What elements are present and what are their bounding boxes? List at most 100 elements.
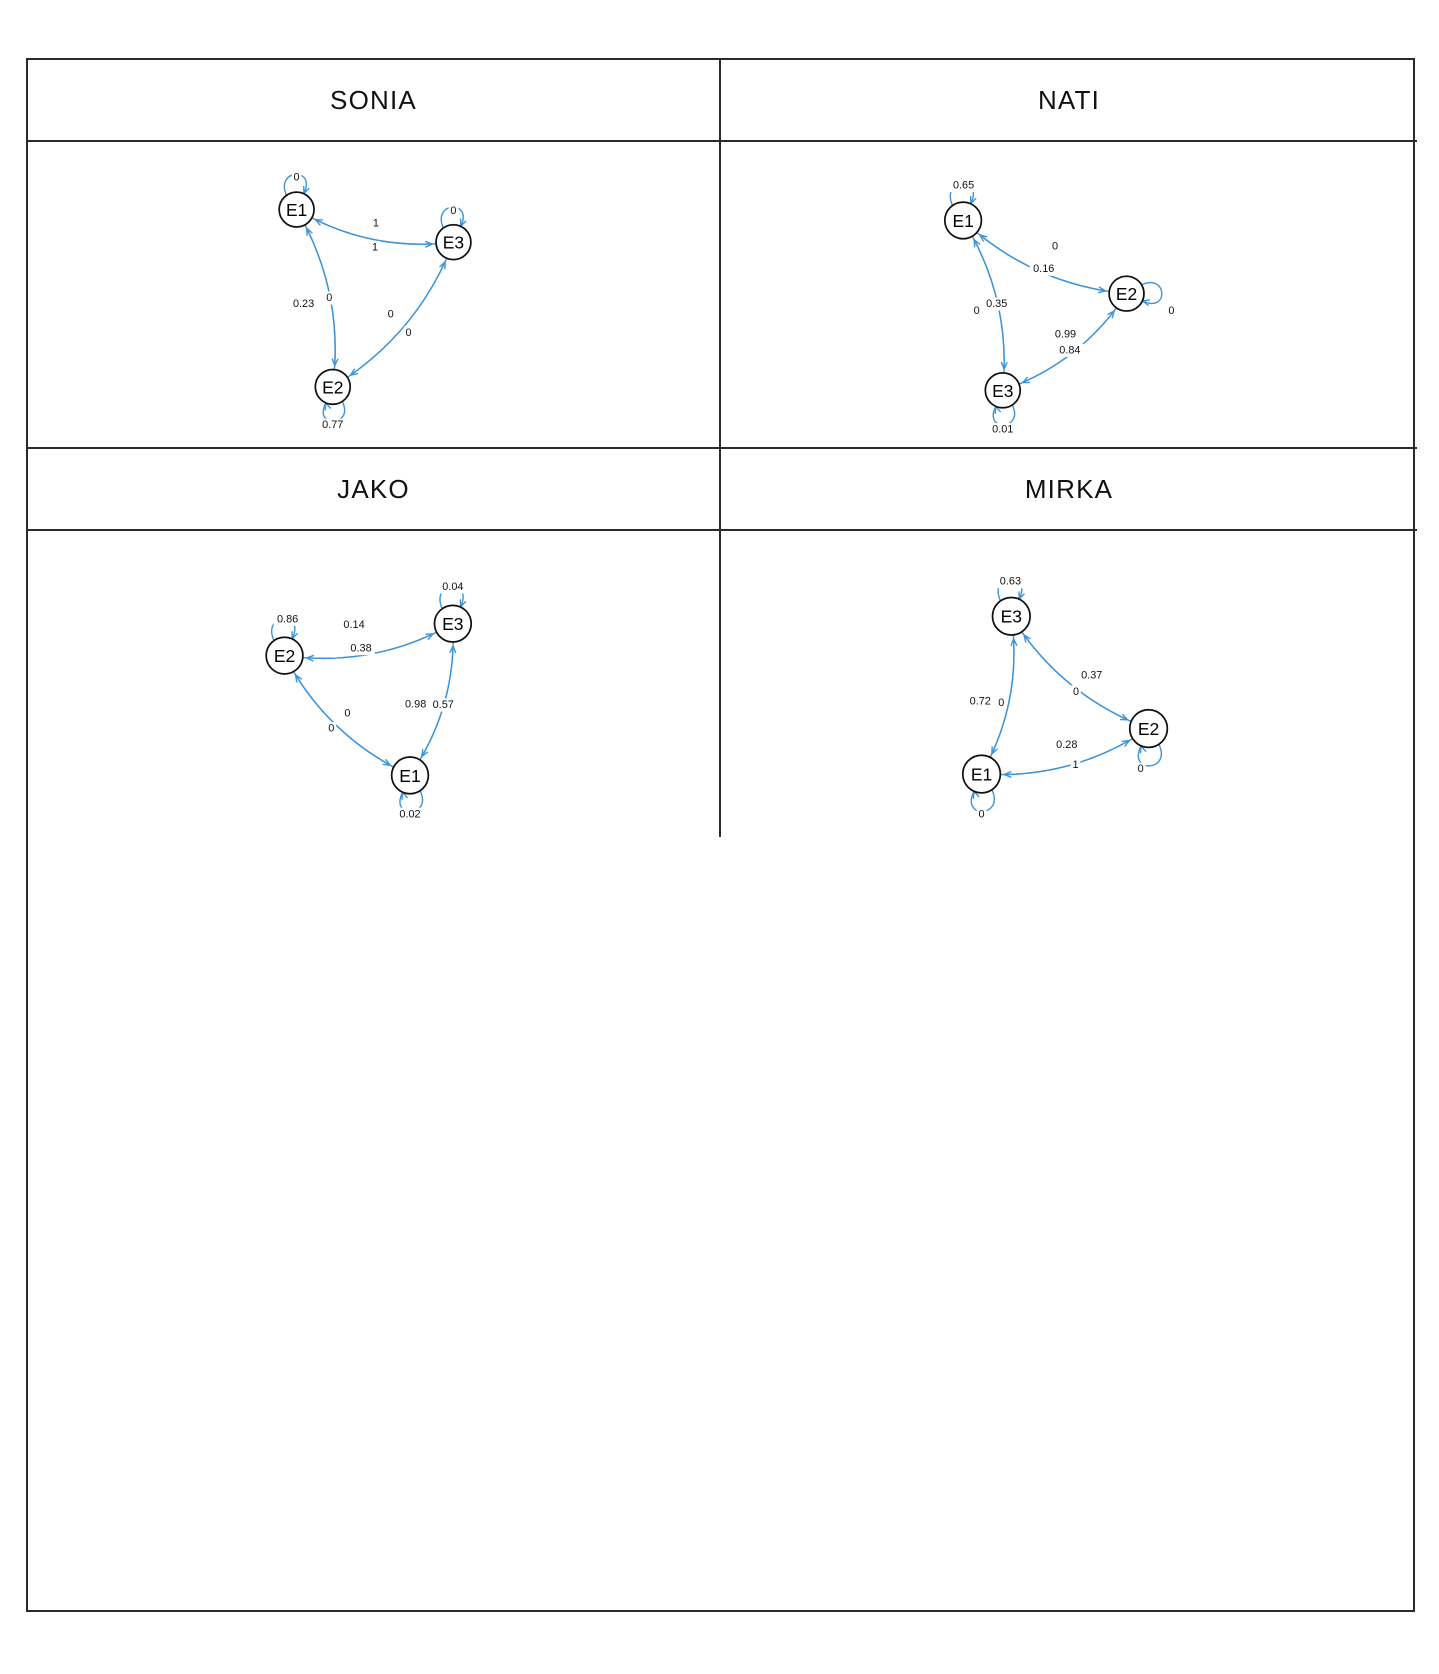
edge-label-background [340, 618, 369, 632]
arrowhead [314, 218, 324, 226]
state-node-circle[interactable] [1108, 275, 1145, 312]
self-loop-edge [1137, 743, 1162, 767]
edge-label-background [996, 696, 1007, 710]
edge-weight-label: 0.99 [1055, 329, 1076, 341]
edge-weight-label: 0.65 [953, 180, 974, 192]
arrowhead [331, 358, 339, 367]
edge-label-background [1029, 262, 1058, 276]
state-node-label: E2 [322, 377, 343, 397]
state-node-circle[interactable] [435, 223, 472, 261]
edge-weight-label: 0 [326, 292, 332, 304]
arrowhead [349, 368, 359, 376]
state-node-circle[interactable] [433, 604, 473, 643]
directed-edge [1003, 738, 1133, 776]
edge-label-background [988, 423, 1017, 437]
edge-label-background [438, 580, 467, 594]
panel-title-mirka: MIRKA [721, 449, 1417, 531]
edge-weight-label: 0 [1138, 763, 1144, 775]
edge-weight-label: 0 [388, 309, 394, 321]
edge-weight-label: 0.16 [1033, 263, 1054, 275]
state-node-label: E1 [399, 766, 420, 786]
edge-label-background [1051, 328, 1080, 342]
edge-weight-label: 0 [344, 707, 350, 719]
edge-weight-label: 0.02 [399, 808, 420, 820]
state-node-label: E1 [971, 764, 992, 784]
directed-edge [1023, 634, 1131, 722]
edge-weight-label: 0.77 [322, 419, 343, 431]
edge-label-background [982, 297, 1011, 311]
edge-label-background [370, 240, 380, 254]
edge-label-background [1071, 685, 1081, 699]
edge-label-background [1050, 240, 1060, 254]
arrowhead [1021, 376, 1031, 384]
panel-title-jako: JAKO [28, 449, 719, 531]
edge-weight-label: 0.28 [1056, 739, 1077, 751]
state-node-label: E2 [274, 646, 295, 666]
directed-edge [293, 672, 391, 766]
edge-label-background [429, 698, 458, 712]
edge-label-background [448, 204, 459, 218]
arrowhead [421, 748, 429, 758]
edge-label-background [976, 807, 987, 821]
panel-title-nati: NATI [721, 60, 1417, 142]
edge-label-background [1052, 738, 1081, 752]
edge-weight-label: 0.23 [293, 298, 314, 310]
edge-weight-label: 1 [1073, 759, 1079, 771]
state-node-circle[interactable] [314, 368, 352, 406]
edge-weight-label: 0 [979, 808, 985, 820]
edge-label-background [385, 308, 396, 322]
state-node-circle[interactable] [278, 191, 315, 228]
edge-label-background [324, 291, 335, 305]
state-node-circle[interactable] [943, 201, 983, 240]
state-node-label: E3 [992, 381, 1013, 401]
edge-weight-label: 0.98 [405, 699, 426, 711]
state-node-label: E3 [1001, 607, 1022, 627]
arrowhead [1000, 361, 1008, 370]
edge-label-background [949, 179, 978, 193]
edge-label-background [971, 304, 982, 318]
directed-edge [1021, 632, 1129, 721]
edge-weight-label: 0 [294, 172, 300, 184]
state-node-circle[interactable] [991, 596, 1031, 636]
directed-edge [977, 232, 1107, 292]
edge-weight-label: 0.01 [992, 424, 1013, 436]
edge-label-background [403, 326, 414, 340]
edge-label-background [326, 722, 337, 736]
state-node-circle[interactable] [984, 372, 1022, 409]
state-node-circle[interactable] [390, 756, 430, 795]
state-node-label: E2 [1138, 719, 1159, 739]
edge-weight-label: 0 [974, 305, 980, 317]
directed-edge [294, 674, 394, 768]
arrowhead [294, 674, 303, 683]
edge-weight-label: 0.63 [1000, 576, 1021, 588]
edge-weight-label: 1 [372, 241, 378, 253]
edge-label-background [289, 297, 318, 311]
edge-label-background [396, 807, 424, 821]
state-node-circle[interactable] [961, 754, 1002, 794]
state-node-circle[interactable] [265, 636, 304, 675]
self-loop-edge [1140, 282, 1163, 304]
edge-label-background [1166, 304, 1177, 318]
state-node-circle[interactable] [1128, 708, 1169, 749]
edge-label-background [1055, 343, 1084, 357]
edge-weight-label: 1 [373, 217, 379, 229]
